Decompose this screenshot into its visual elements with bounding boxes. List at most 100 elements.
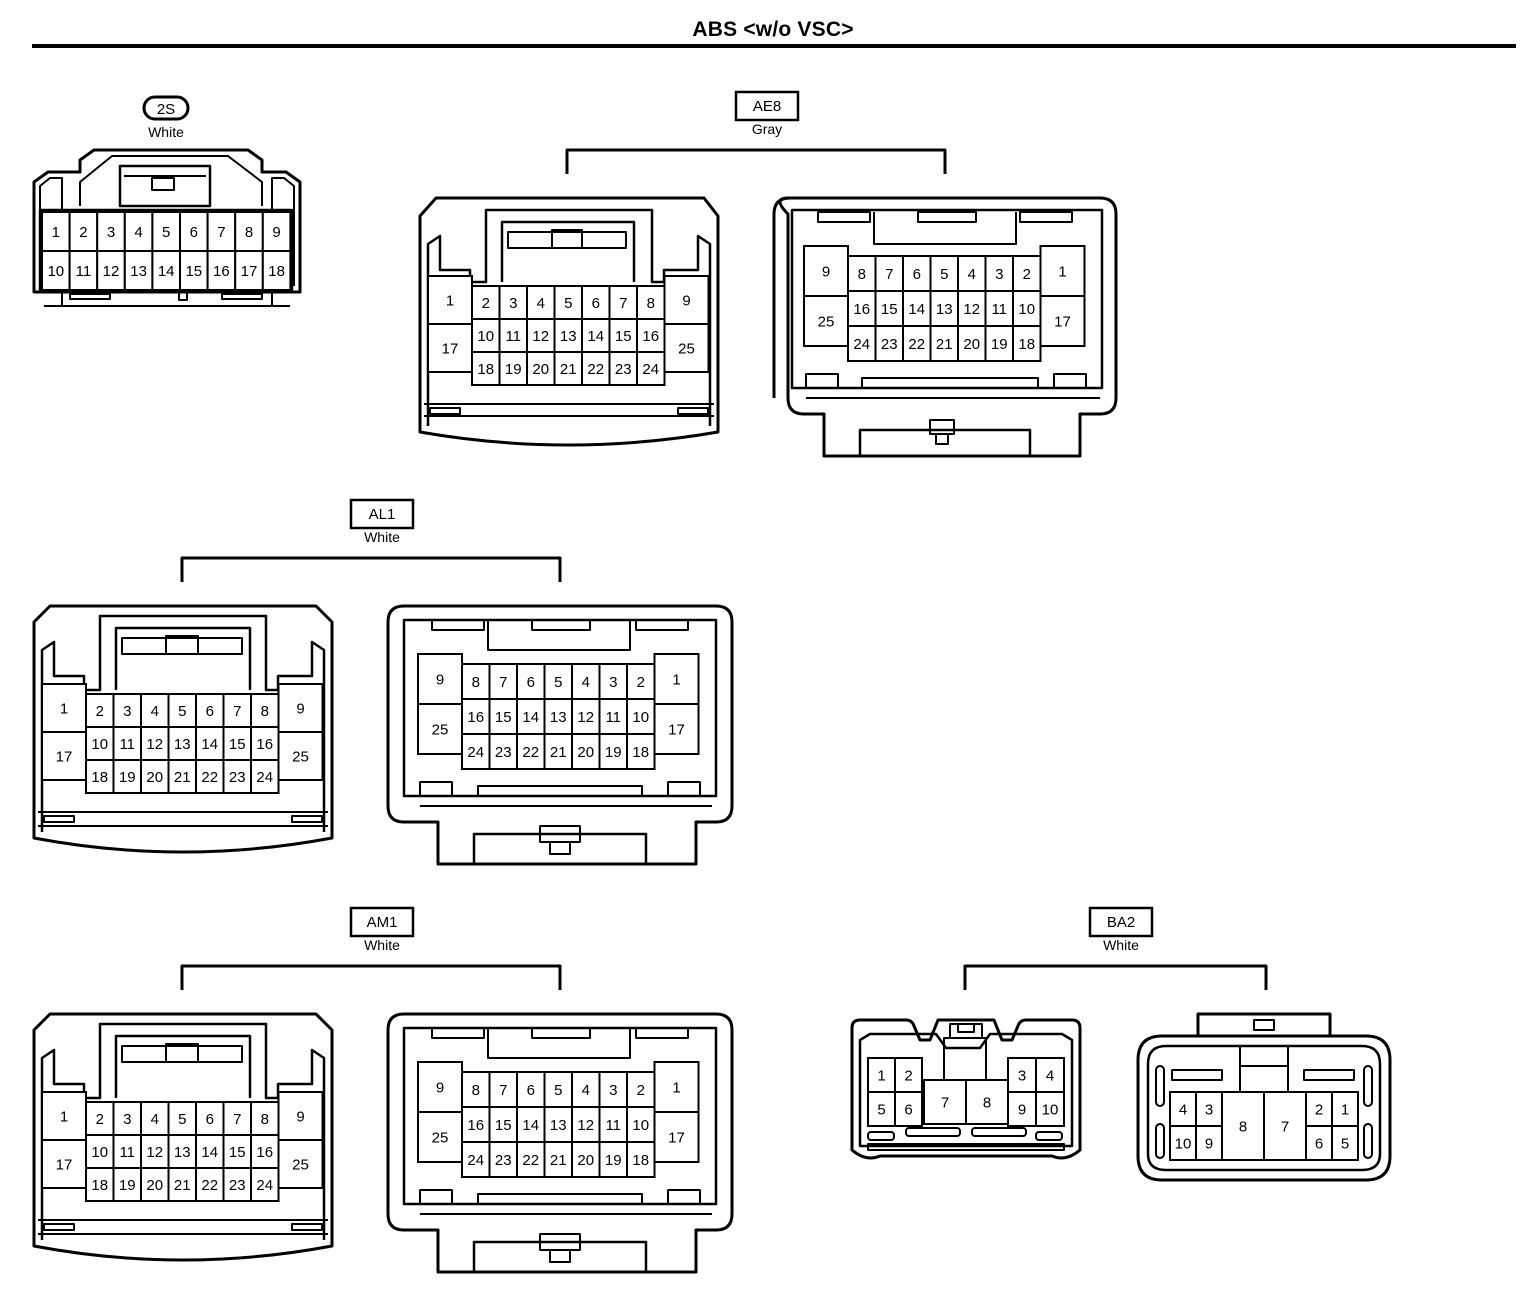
connector-al1-view1-pin-14: 14 — [195, 726, 225, 761]
connector-al1-view2-pin-25: 25 — [417, 703, 463, 755]
pin-number: 8 — [472, 1082, 480, 1099]
pin-number: 4 — [582, 674, 590, 691]
connector-color: White — [364, 529, 400, 545]
pin-number: 23 — [495, 1152, 512, 1169]
pin-number: 17 — [241, 263, 258, 280]
pin-number: 9 — [296, 1108, 304, 1125]
connector-al1-view2-pin-15: 15 — [488, 698, 518, 735]
connector-ae8-view2-pin-19: 19 — [984, 325, 1014, 362]
pin-number: 3 — [123, 1111, 131, 1128]
connector-am1-view1-pin-1: 1 — [41, 1091, 87, 1141]
pin-number: 22 — [522, 744, 539, 761]
connector-ae8-view1-pin-5: 5 — [553, 285, 583, 320]
pin-number: 4 — [134, 224, 142, 241]
connector-2s-pin-11: 11 — [68, 250, 99, 291]
connector-am1-view1-pin-4: 4 — [140, 1101, 170, 1136]
connector-ae8-view2-pin-13: 13 — [929, 290, 959, 327]
connector-al1-view2-pin-8: 8 — [461, 663, 491, 700]
connector-2s-pin-7: 7 — [206, 211, 237, 252]
pin-number: 25 — [292, 748, 309, 765]
connector-am1-view2-pin-5: 5 — [543, 1071, 573, 1108]
connector-am1-view2-pin-19: 19 — [598, 1141, 628, 1178]
pin-number: 9 — [436, 671, 444, 688]
pin-number: 2 — [637, 1082, 645, 1099]
pin-number: 6 — [206, 1111, 214, 1128]
pin-number: 18 — [91, 769, 108, 786]
pin-number: 11 — [505, 328, 521, 345]
pin-number: 2 — [482, 295, 490, 312]
connector-ae8-view1-housing — [418, 196, 720, 447]
connector-ae8-view2-pin-2: 2 — [1012, 255, 1042, 292]
connector-id: AM1 — [367, 914, 398, 931]
pin-number: 13 — [550, 1117, 567, 1134]
connector-al1-view2-pin-6: 6 — [516, 663, 546, 700]
pin-number: 20 — [577, 1152, 594, 1169]
connector-2s-pin-13: 13 — [123, 250, 154, 291]
pin-number: 10 — [47, 263, 64, 280]
pin-number: 17 — [668, 721, 685, 738]
pin-number: 17 — [1054, 313, 1071, 330]
connector-ba2-view2-pin-10: 10 — [1169, 1125, 1197, 1161]
pin-number: 23 — [615, 361, 632, 378]
pin-number: 22 — [201, 1177, 218, 1194]
connector-ae8-view2-pin-9: 9 — [803, 245, 849, 297]
pin-number: 2 — [79, 224, 87, 241]
connector-al1-view1-pin-25: 25 — [277, 731, 324, 781]
pin-number: 9 — [436, 1079, 444, 1096]
connector-am1-view1-pin-12: 12 — [140, 1134, 170, 1169]
connector-color: White — [1103, 937, 1139, 953]
connector-ae8-view2-pin-10: 10 — [1012, 290, 1042, 327]
connector-ae8-view1-pin-23: 23 — [608, 351, 638, 386]
pin-number: 13 — [174, 1144, 191, 1161]
pin-number: 3 — [609, 674, 617, 691]
pin-number: 5 — [178, 1111, 186, 1128]
pin-number: 10 — [632, 709, 649, 726]
connector-am1-view2-pin-15: 15 — [488, 1106, 518, 1143]
pin-number: 21 — [936, 336, 953, 353]
pin-number: 12 — [103, 263, 120, 280]
connector-am1-view2-pin-24: 24 — [461, 1141, 491, 1178]
connector-al1-view2-pin-10: 10 — [626, 698, 656, 735]
connector-ae8-view1-pin-21: 21 — [553, 351, 583, 386]
connector-ae8-view2-pin-3: 3 — [984, 255, 1014, 292]
pin-number: 3 — [1205, 1101, 1213, 1118]
connector-ae8-view1-pin-8: 8 — [636, 285, 666, 320]
connector-2s-pin-14: 14 — [151, 250, 181, 291]
connector-al1-view2-pin-7: 7 — [488, 663, 518, 700]
connector-al1-view1-pin-4: 4 — [140, 693, 170, 728]
connector-ae8-view1-pin-9: 9 — [663, 275, 710, 325]
connector-am1-view2-pin-4: 4 — [571, 1071, 601, 1108]
connector-al1-view1-pin-13: 13 — [167, 726, 197, 761]
pin-number: 2 — [1315, 1101, 1323, 1118]
connector-id: AE8 — [753, 98, 781, 115]
pin-number: 12 — [577, 1117, 594, 1134]
pin-number: 13 — [560, 328, 577, 345]
connector-ba2-view2-pin-1: 1 — [1331, 1091, 1359, 1127]
connector-al1-view2-pin-23: 23 — [488, 733, 518, 770]
connector-al1-view2-pin-3: 3 — [598, 663, 628, 700]
connector-ae8-view1-pin-25: 25 — [663, 323, 710, 373]
connector-am1-view2-pin-9: 9 — [417, 1061, 463, 1113]
connector-am1-view2-pin-6: 6 — [516, 1071, 546, 1108]
pin-number: 23 — [495, 744, 512, 761]
pin-number: 21 — [560, 361, 577, 378]
connector-am1-view2-pin-8: 8 — [461, 1071, 491, 1108]
connector-ba2-view1-pin-9: 9 — [1007, 1091, 1037, 1127]
pin-number: 1 — [60, 1108, 68, 1125]
connector-id: AL1 — [369, 506, 396, 523]
pin-number: 25 — [678, 340, 695, 357]
connector-am1-view1-pin-23: 23 — [222, 1167, 252, 1202]
connector-am1-view2-pin-11: 11 — [598, 1106, 628, 1143]
pin-number: 10 — [1042, 1101, 1059, 1118]
pin-number: 16 — [467, 1117, 484, 1134]
pin-number: 15 — [495, 709, 512, 726]
pin-number: 4 — [1046, 1067, 1054, 1084]
pin-number: 24 — [256, 769, 273, 786]
pin-number: 3 — [123, 703, 131, 720]
pin-number: 6 — [592, 295, 600, 312]
pin-number: 23 — [229, 769, 246, 786]
pin-number: 5 — [1341, 1135, 1349, 1152]
connector-ae8-view1-pin-18: 18 — [471, 351, 501, 386]
